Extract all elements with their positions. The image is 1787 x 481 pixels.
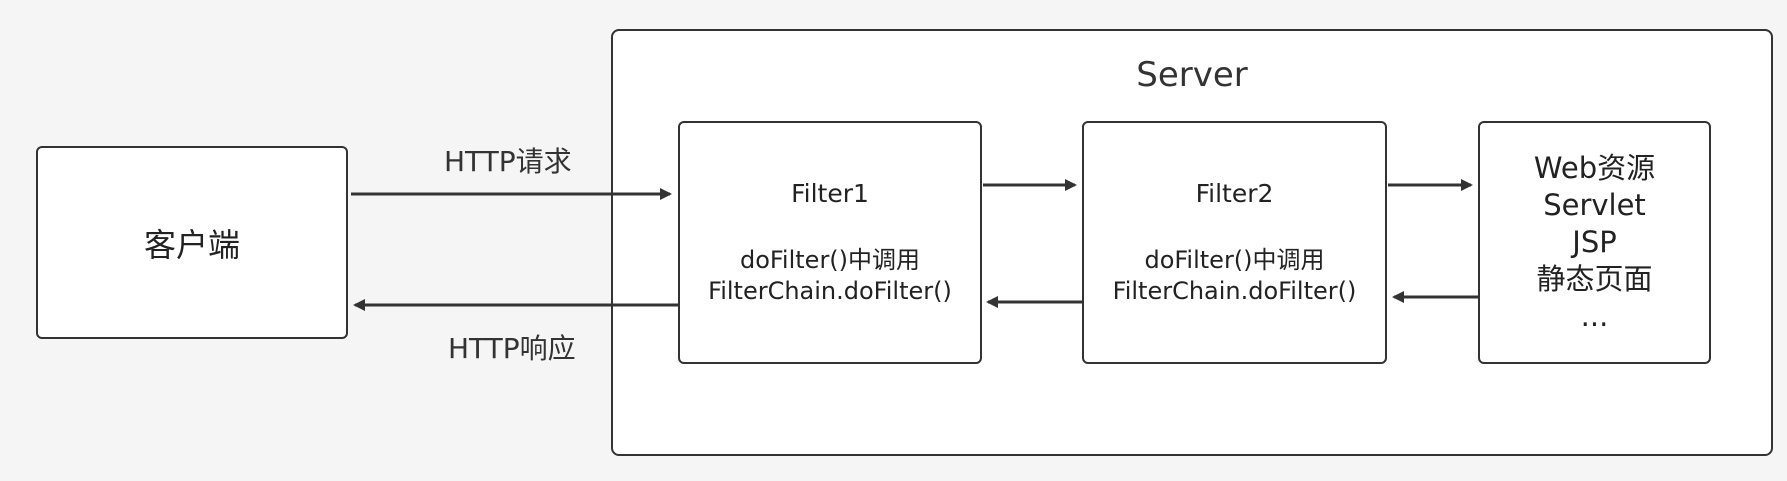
filter1-desc-line2: FilterChain.doFilter() — [708, 276, 952, 305]
http-response-label: HTTP响应 — [448, 332, 576, 365]
web-resource-line: 静态页面 — [1536, 262, 1653, 296]
server-title: Server — [1136, 55, 1248, 95]
filter2-title: Filter2 — [1195, 178, 1274, 208]
http-request-label: HTTP请求 — [444, 145, 572, 178]
web-resource-line: Web资源 — [1533, 151, 1656, 185]
web-resource-line: Servlet — [1543, 188, 1646, 222]
web-resource-node: Web资源 Servlet JSP 静态页面 ... — [1478, 121, 1711, 364]
filter1-node: Filter1 doFilter()中调用 FilterChain.doFilt… — [678, 121, 982, 364]
filter1-desc-line1: doFilter()中调用 — [739, 245, 921, 274]
filter2-desc-line1: doFilter()中调用 — [1144, 245, 1325, 274]
filter2-desc-line2: FilterChain.doFilter() — [1112, 276, 1357, 305]
client-node: 客户端 — [36, 146, 348, 339]
client-label: 客户端 — [143, 225, 240, 264]
filter2-node: Filter2 doFilter()中调用 FilterChain.doFilt… — [1082, 121, 1387, 364]
web-resource-line: ... — [1580, 299, 1609, 333]
filter1-title: Filter1 — [791, 178, 869, 208]
web-resource-line: JSP — [1572, 225, 1617, 259]
